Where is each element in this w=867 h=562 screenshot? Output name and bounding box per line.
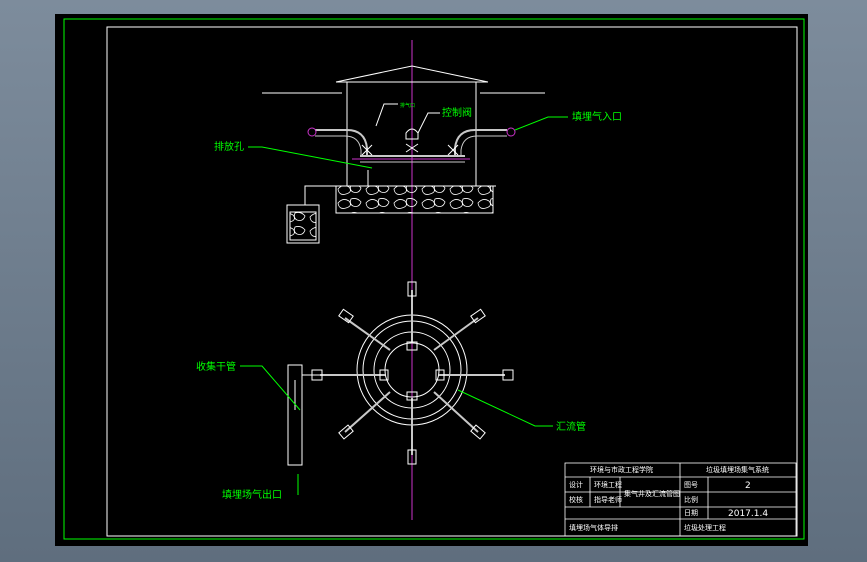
tb-drawing-title: 垃圾填埋场集气系统 [706,465,769,474]
house-roof [335,65,489,83]
tb-check-label: 校核 [569,495,583,504]
tb-footer-right: 垃圾处理工程 [684,523,726,532]
title-block [564,462,797,537]
label-gas-outlet: 填埋场气出口 [222,488,282,501]
tb-check-value: 指导老师 [594,495,622,504]
inner-frame [106,26,798,537]
tb-date-label: 日期 [684,509,698,517]
leader-lines [240,116,568,495]
drawing-sheet [55,14,808,546]
stone-base [335,185,494,214]
tb-sheet-label: 图号 [684,481,698,489]
tb-school: 环境与市政工程学院 [590,465,653,474]
tb-drawing-name: 集气井及汇流管图 [624,489,680,498]
label-small-tag: 排气口 [400,102,415,109]
label-manifold: 汇流管 [556,420,586,433]
drain-box [286,204,320,244]
tb-scale-label: 比例 [684,495,698,504]
tb-footer-left: 填埋场气体导排 [569,523,618,532]
plan-view [287,281,514,466]
label-exhaust-hole: 排放孔 [214,140,244,153]
label-collection-main: 收集干管 [196,360,236,373]
tb-design-label: 设计 [569,480,583,489]
tb-sheet-value: 2 [745,481,751,491]
outer-frame [63,18,805,540]
label-control-valve: 控制阀 [442,106,472,119]
elevation-view [262,65,545,244]
label-gas-inlet: 填埋气入口 [572,110,622,123]
tb-date-value: 2017.1.4 [728,509,768,519]
tb-design-value: 环境工程 [594,480,622,489]
